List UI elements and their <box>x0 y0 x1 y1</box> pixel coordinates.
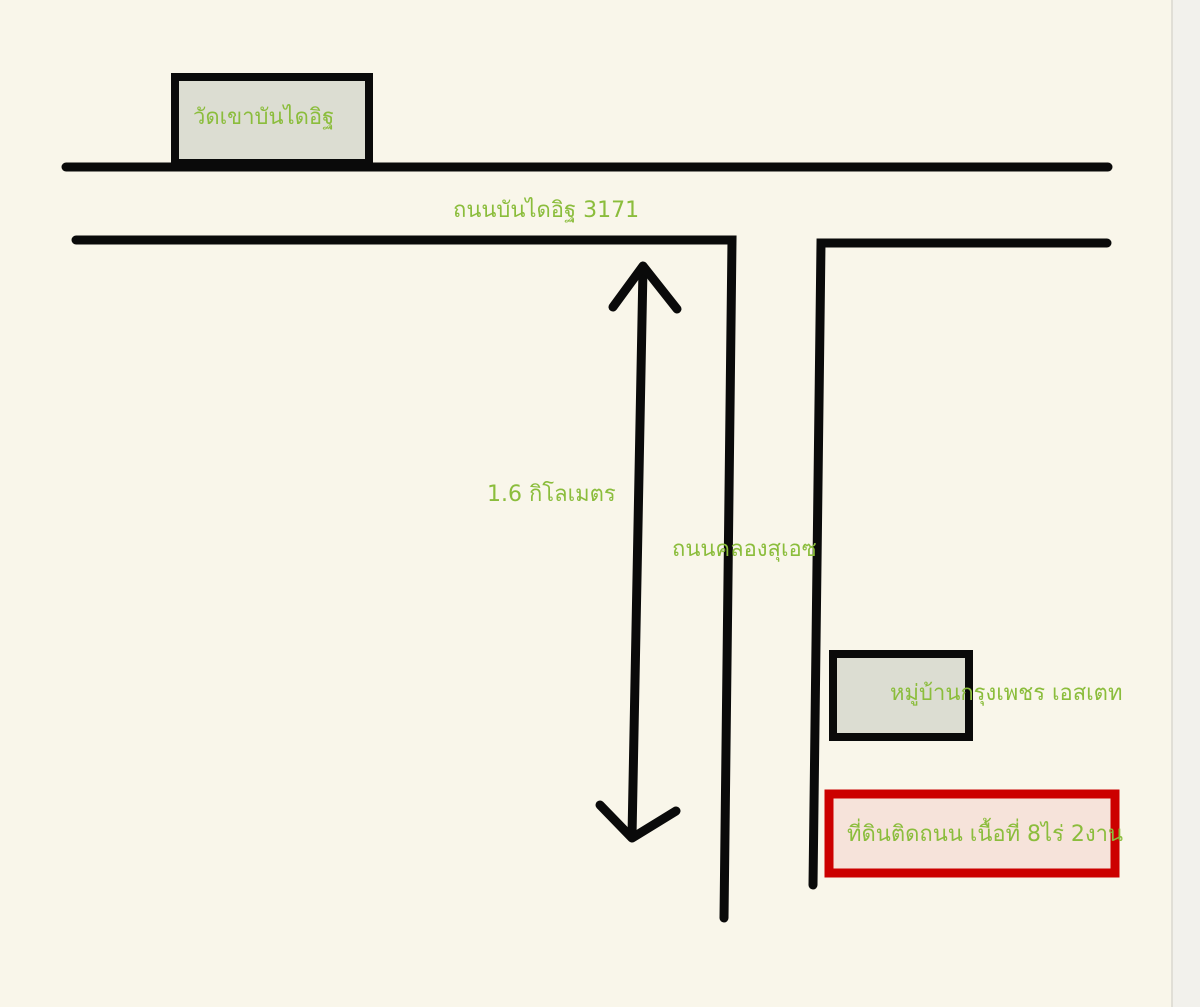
distance-arrow-icon <box>595 261 682 843</box>
distance-arrow-head-top <box>608 261 682 314</box>
main-road-bottom-right-edge <box>808 238 1112 890</box>
right-edge-strip <box>1172 0 1200 1007</box>
distance-arrow-head-bottom <box>595 800 681 843</box>
distance-label: 1.6 กิโลเมตร <box>487 481 616 507</box>
main-road-bottom-left-edge <box>71 235 737 923</box>
temple-box <box>171 73 373 167</box>
side-road-label: ถนนคลองสุเอซ <box>672 537 817 562</box>
village-label: หมู่บ้านกรุงเพชร เอสเตท <box>890 681 1122 706</box>
distance-arrow-shaft <box>627 263 648 841</box>
main-road-label: ถนนบันไดอิฐ 3171 <box>453 197 639 223</box>
temple-label: วัดเขาบันไดอิฐ <box>193 104 334 130</box>
land-plot-box <box>824 789 1120 878</box>
village-box <box>829 650 973 741</box>
land-plot-label: ที่ดินติดถนน เนื้อที่ 8ไร่ 2งาน <box>847 818 1123 847</box>
